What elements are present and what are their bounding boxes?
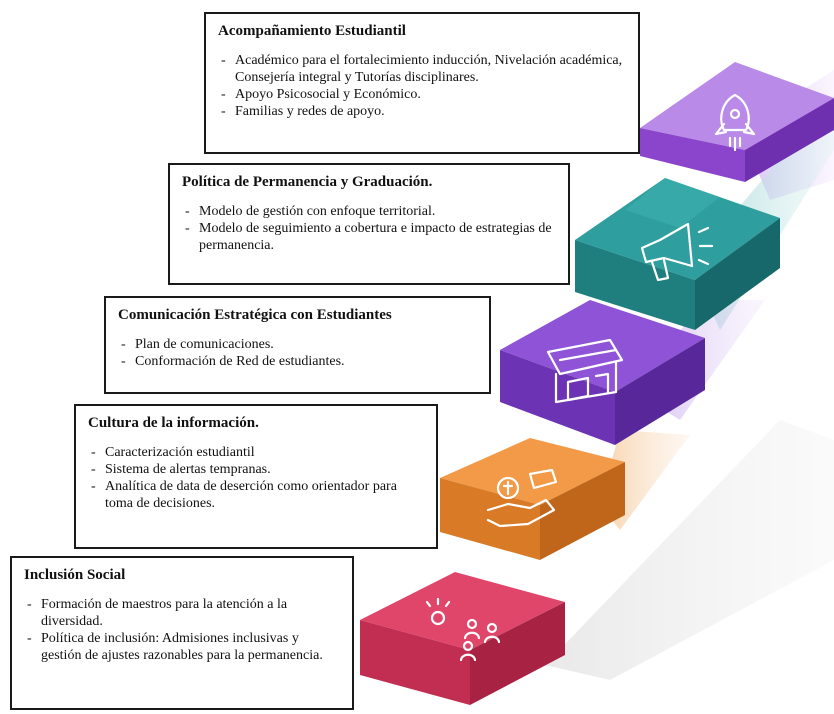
- step-list: Modelo de gestión con enfoque territoria…: [182, 203, 556, 254]
- step-block-1: [640, 62, 834, 182]
- list-item: Plan de comunicaciones.: [118, 336, 477, 353]
- step-box-5: Inclusión Social Formación de maestros p…: [10, 556, 354, 710]
- step-box-1: Acompañamiento Estudiantil Académico par…: [204, 12, 640, 154]
- step-title: Comunicación Estratégica con Estudiantes: [118, 307, 392, 323]
- step-block-5: [360, 572, 565, 705]
- step-box-2: Política de Permanencia y Graduación. Mo…: [168, 163, 570, 285]
- list-item: Apoyo Psicosocial y Económico.: [218, 86, 626, 103]
- list-item: Conformación de Red de estudiantes.: [118, 353, 477, 370]
- people-idea-icon: [425, 597, 501, 662]
- list-item: Académico para el fortalecimiento inducc…: [218, 52, 626, 86]
- step-box-4: Cultura de la información. Caracterizaci…: [74, 404, 438, 549]
- step-block-3: [500, 300, 705, 445]
- floor-shadow: [545, 420, 834, 680]
- step-block-4: [440, 438, 625, 560]
- step-list: Plan de comunicaciones. Conformación de …: [118, 336, 477, 370]
- list-item: Caracterización estudiantil: [88, 444, 424, 461]
- list-item: Formación de maestros para la atención a…: [24, 596, 340, 630]
- step-title: Acompañamiento Estudiantil: [218, 23, 406, 39]
- list-item: Modelo de gestión con enfoque territoria…: [182, 203, 556, 220]
- step-title: Política de Permanencia y Graduación.: [182, 174, 433, 190]
- step-box-3: Comunicación Estratégica con Estudiantes…: [104, 296, 491, 394]
- step-list: Caracterización estudiantil Sistema de a…: [88, 444, 424, 512]
- list-item: Analítica de data de deserción como orie…: [88, 478, 424, 512]
- list-item: Modelo de seguimiento a cobertura e impa…: [182, 220, 556, 254]
- step-title: Cultura de la información.: [88, 415, 259, 431]
- rocket-icon: [714, 93, 756, 152]
- list-item: Política de inclusión: Admisiones inclus…: [24, 630, 340, 664]
- step-title: Inclusión Social: [24, 567, 126, 583]
- list-item: Sistema de alertas tempranas.: [88, 461, 424, 478]
- step-list: Formación de maestros para la atención a…: [24, 596, 340, 664]
- step-list: Académico para el fortalecimiento inducc…: [218, 52, 626, 120]
- coin-hand-icon: [486, 468, 558, 528]
- list-item: Familias y redes de apoyo.: [218, 103, 626, 120]
- storefront-icon: [546, 338, 624, 404]
- megaphone-icon: [640, 222, 714, 282]
